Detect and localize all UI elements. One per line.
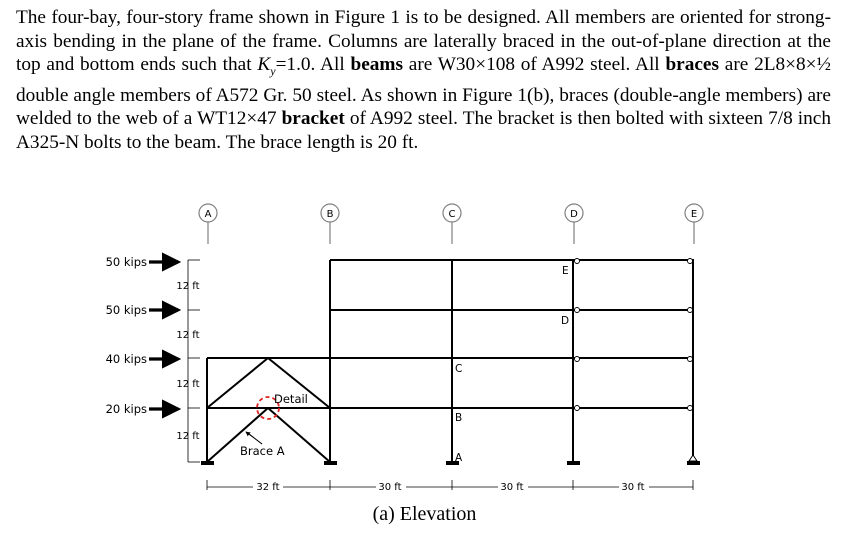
bay-width-4: 30 ft [621,482,644,493]
grid-marker-d [564,203,584,244]
problem-text: =1.0. All [275,54,351,76]
grid-marker-a [198,203,218,244]
bay-dimension-line [206,480,694,490]
figure-caption: (a) Elevation [0,503,847,526]
grid-label-a: A [205,209,212,220]
fixed-supports [201,461,580,465]
grid-label-b: B [327,209,334,220]
point-e: E [562,265,569,277]
story-dimension-line [187,259,200,463]
point-a: A [455,452,463,464]
load-level-2: 40 kips [106,352,147,366]
grid-marker-c [442,203,462,244]
braces-keyword: braces [665,54,719,76]
problem-text: are 2L8×8×½ double angle members of A572… [16,54,831,130]
problem-text: of A992 steel. The bracket is then bolte… [16,108,832,153]
k-subscript: y [270,64,276,79]
load-level-4: 50 kips [106,255,147,269]
caption-text: (a) Elevation [372,503,477,525]
story-height-1: 12 ft [176,431,199,442]
problem-text: are W30×108 of A992 steel. All [402,54,666,76]
bay-width-3: 30 ft [500,482,523,493]
story-height-4: 12 ft [176,281,199,292]
grid-label-d: D [570,209,578,220]
grid-marker-b [320,203,340,244]
story-height-2: 12 ft [176,379,199,390]
load-level-3: 50 kips [106,303,147,317]
bracket-keyword: bracket [281,108,345,130]
brace-a-label: Brace A [240,444,285,458]
k-symbol: K [257,54,271,76]
load-level-1: 20 kips [106,402,147,416]
frame-members [206,259,694,463]
problem-text: The four-bay, four-story frame shown in … [16,7,831,76]
detail-label: Detail [274,392,308,406]
grid-marker-e [684,203,704,244]
grid-line-markers [198,203,704,244]
pin-connections [574,258,693,411]
point-b: B [455,412,462,424]
bay-width-2: 30 ft [378,482,401,493]
story-height-3: 12 ft [176,330,199,341]
beams-keyword: beams [350,54,403,76]
detail-circle [256,396,280,420]
pinned-support [687,454,700,465]
grid-label-e: E [691,209,697,220]
point-d: D [561,315,569,327]
point-c: C [455,363,462,375]
lateral-load-arrows [149,252,182,419]
grid-label-c: C [449,209,456,220]
bay-width-1: 32 ft [256,482,279,493]
problem-statement: The four-bay, four-story frame shown in … [16,6,831,154]
